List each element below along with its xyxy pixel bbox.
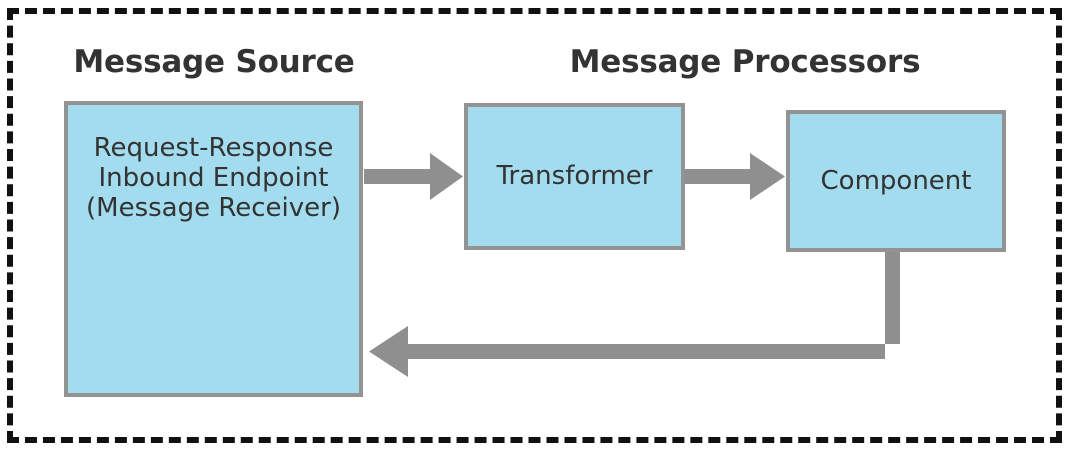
node-component-label: Component: [820, 165, 972, 196]
node-inbound-endpoint-line1: Request-Response: [93, 133, 334, 163]
node-inbound-endpoint-label: Request-Response Inbound Endpoint (Messa…: [68, 133, 359, 223]
group-title-message-processors: Message Processors: [569, 44, 921, 80]
node-transformer-label: Transformer: [496, 161, 653, 192]
group-title-message-source: Message Source: [73, 44, 355, 80]
outer-dashed-boundary: [7, 8, 1062, 443]
node-inbound-endpoint-line2: Inbound Endpoint: [98, 163, 329, 194]
node-inbound-endpoint[interactable]: Request-Response Inbound Endpoint (Messa…: [64, 101, 363, 397]
node-transformer[interactable]: Transformer: [464, 103, 685, 250]
node-component[interactable]: Component: [786, 110, 1006, 252]
node-inbound-endpoint-line3: (Message Receiver): [86, 193, 341, 224]
